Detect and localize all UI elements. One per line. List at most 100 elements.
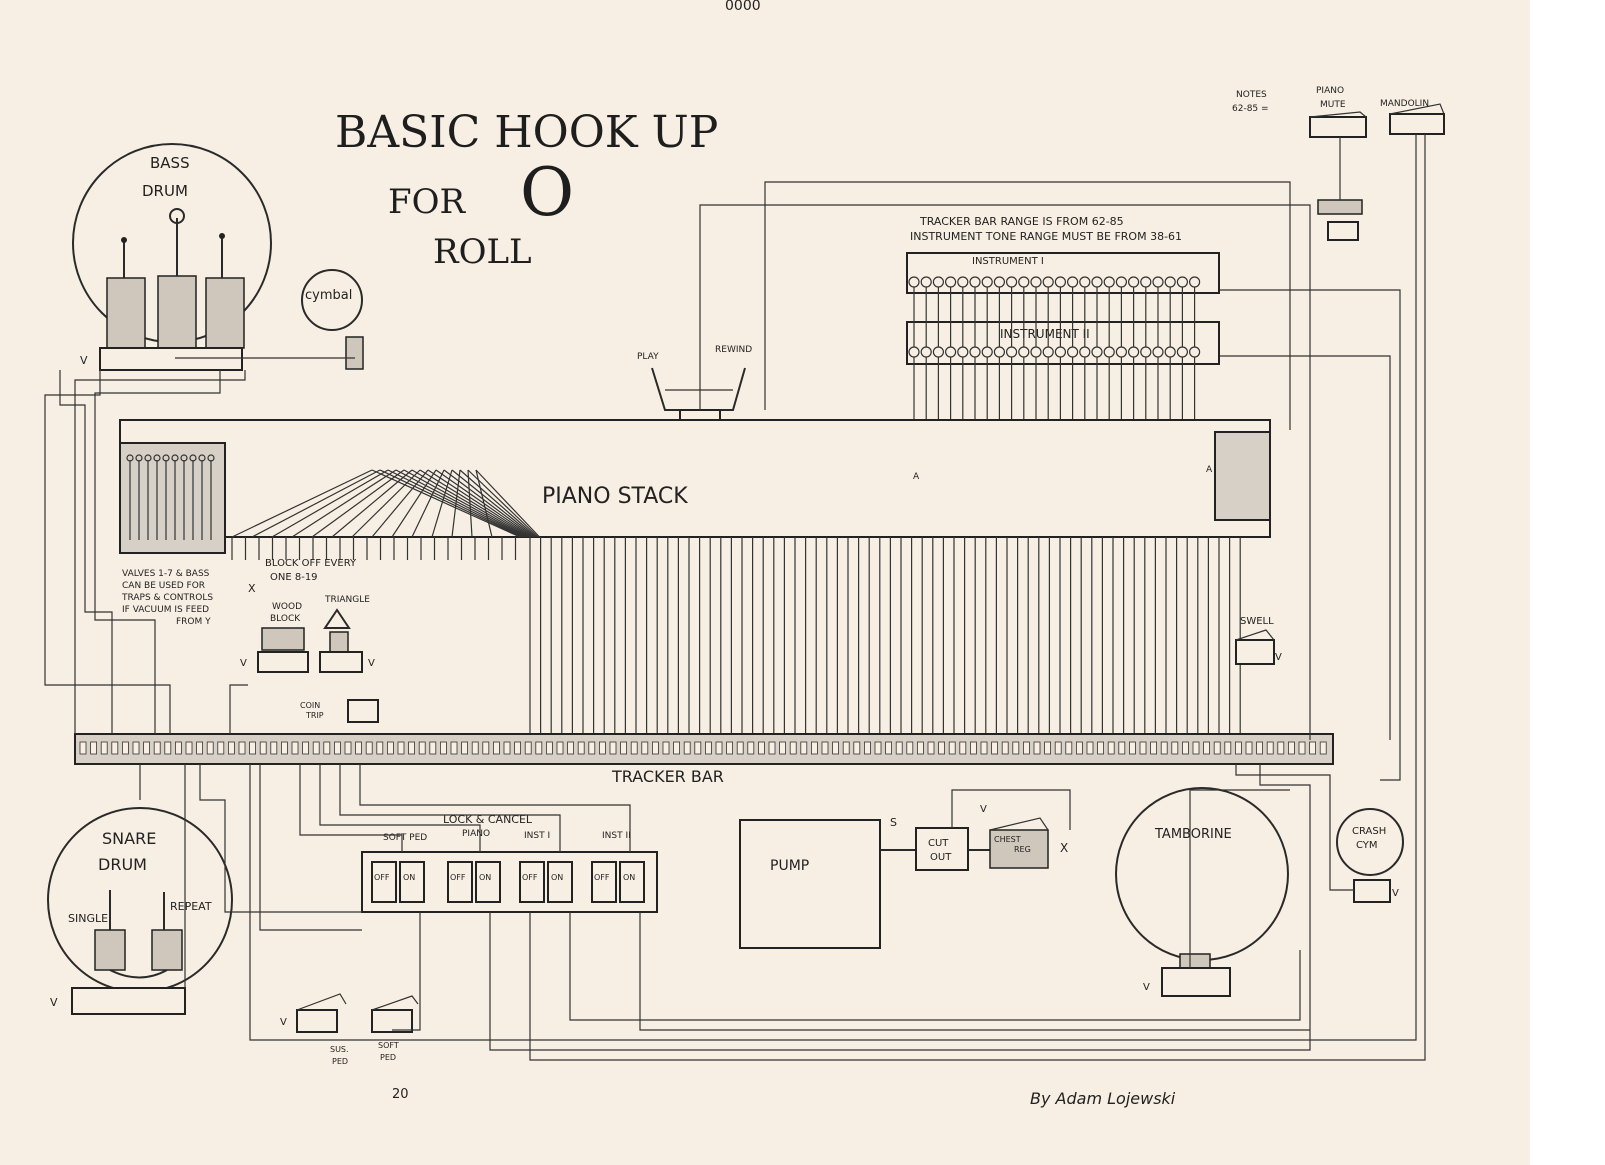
cut-out [915, 827, 969, 871]
coin-trip-label-1: COIN [300, 701, 320, 710]
switch-on-label: ON [479, 873, 491, 882]
triangle-v: V [368, 658, 375, 669]
tracker-note-1: TRACKER BAR RANGE IS FROM 62-85 [919, 215, 1124, 228]
crash-cymbal: CRASH CYM V [1336, 808, 1404, 903]
coin-trip [347, 699, 379, 723]
title-line-3: O [520, 154, 574, 231]
bass-drum-pneumatic-1 [106, 277, 146, 349]
pedal-v: V [280, 1017, 287, 1028]
stack-a-left: A [913, 472, 920, 482]
switch-off-label: OFF [594, 873, 610, 882]
lock-cancel-label: LOCK & CANCEL [443, 813, 533, 826]
snare-single-label: SINGLE [68, 912, 108, 925]
title-line-4: ROLL [433, 232, 532, 272]
tamborine-v: V [1143, 982, 1150, 993]
cut-out-label-2: OUT [930, 852, 952, 863]
block-note-1: BLOCK OFF EVERY [265, 558, 357, 569]
soft-ped-pneu-1: SOFT [378, 1041, 399, 1050]
tracker-note-2: INSTRUMENT TONE RANGE MUST BE FROM 38-61 [910, 230, 1182, 243]
snare-v: V [50, 996, 58, 1009]
valves-note: VALVES 1-7 & BASS CAN BE USED FOR TRAPS … [121, 558, 357, 627]
mute-valve [1327, 221, 1359, 241]
cut-out-label-1: CUT [928, 838, 949, 849]
snare-drum: SNARE DRUM SINGLE REPEAT V [47, 807, 233, 1015]
play-rewind: PLAY REWIND [637, 345, 752, 421]
notes-range-label-1: NOTES [1236, 90, 1267, 100]
chest-reg-x: X [1060, 841, 1068, 855]
crash-cym-v: V [1392, 888, 1399, 899]
block-note-2: ONE 8-19 [270, 572, 318, 583]
valves-note-3: TRAPS & CONTROLS [121, 593, 213, 603]
snare-label-1: SNARE [102, 829, 156, 848]
title-line-1: BASIC HOOK UP [335, 107, 718, 158]
switch-on-label: ON [403, 873, 415, 882]
valves-note-1: VALVES 1-7 & BASS [122, 569, 210, 579]
swell-label: SWELL [1240, 616, 1274, 627]
piano-stack: PIANO STACK A A [119, 419, 1271, 554]
piano-stack-label: PIANO STACK [542, 484, 688, 509]
piano-mute-pneumatic [1309, 116, 1367, 138]
inst2-label: INST II [602, 831, 631, 841]
lock-cancel: LOCK & CANCEL SOFT PED PIANO INST I INST… [361, 813, 658, 913]
instrument-2-stack: INSTRUMENT II [906, 321, 1220, 365]
tubing-lines [44, 134, 1426, 1061]
chest-reg-v: V [980, 804, 987, 815]
play-label: PLAY [637, 352, 659, 362]
switch-off-label: OFF [374, 873, 390, 882]
tracker-bar: TRACKER BAR [74, 733, 1334, 786]
diagram-title: BASIC HOOK UP FOR O ROLL [335, 107, 718, 272]
switch-on-label: ON [623, 873, 635, 882]
cymbal-pneumatic [345, 336, 364, 370]
chest-reg-label-1: CHEST [994, 835, 1021, 844]
page-number-bottom: 20 [392, 1087, 409, 1102]
crash-cym-label-1: CRASH [1352, 826, 1386, 837]
bass-drum-label-2: DRUM [142, 182, 188, 200]
piano-label: PIANO [462, 829, 490, 839]
bass-drum-v: V [80, 354, 88, 367]
triangle-icon [323, 608, 351, 629]
notes-range-label-2: 62-85 = [1232, 104, 1269, 114]
snare-repeat-label: REPEAT [170, 900, 212, 913]
valves-note-5: FROM Y [176, 617, 211, 627]
chest-reg-label-2: REG [1014, 845, 1031, 854]
valves-note-4: IF VACUUM IS FEED [122, 605, 209, 615]
instrument-1-stack: INSTRUMENT I [906, 252, 1220, 294]
bass-drum-valve [99, 347, 243, 371]
mute-valve-block [1317, 199, 1363, 215]
sus-ped-label-2: PED [332, 1057, 348, 1066]
wood-block-label-2: BLOCK [270, 614, 301, 624]
cymbal: cymbal [301, 269, 364, 370]
soft-ped-label: SOFT PED [383, 833, 427, 843]
cymbal-label: cymbal [305, 288, 352, 303]
scan-background [1530, 0, 1605, 1165]
treble-valve-block [1214, 431, 1271, 521]
piano-mute-label-1: PIANO [1316, 86, 1344, 96]
crash-cym-label-2: CYM [1356, 840, 1378, 851]
instrument-2-label: INSTRUMENT II [1000, 327, 1090, 341]
stack-a-right: A [1206, 465, 1213, 475]
pump: PUMP S CUT OUT CHEST REG X V [739, 804, 1068, 949]
triangle-label: TRIANGLE [324, 595, 370, 605]
switch-on-label: ON [551, 873, 563, 882]
piano-mute-label-2: MUTE [1320, 100, 1346, 110]
tracker-bar-label: TRACKER BAR [611, 767, 724, 786]
wood-block-v: V [240, 658, 247, 669]
bass-drum-label-1: BASS [150, 154, 190, 172]
title-line-2: FOR [388, 182, 466, 222]
soft-ped-pneu-2: PED [380, 1053, 396, 1062]
instrument-1-label: INSTRUMENT I [972, 256, 1044, 267]
valves-note-2: CAN BE USED FOR [122, 581, 205, 591]
sus-ped-label-1: SUS. [330, 1045, 349, 1054]
author-signature: By Adam Lojewski [1030, 1089, 1176, 1108]
snare-label-2: DRUM [98, 855, 147, 874]
swell: SWELL V [1235, 616, 1282, 665]
rewind-label: REWIND [715, 345, 752, 355]
mandolin-pneumatic [1389, 113, 1445, 135]
top-right-controls: NOTES 62-85 = PIANO MUTE MANDOLIN [1232, 86, 1445, 241]
inst1-label: INST I [524, 831, 550, 841]
wood-block-triangle: WOOD BLOCK TRIANGLE V V COIN TRIP [240, 595, 379, 723]
mandolin-label: MANDOLIN [1380, 99, 1429, 109]
switch-off-label: OFF [522, 873, 538, 882]
bass-drum-pneumatic-2 [157, 275, 197, 349]
